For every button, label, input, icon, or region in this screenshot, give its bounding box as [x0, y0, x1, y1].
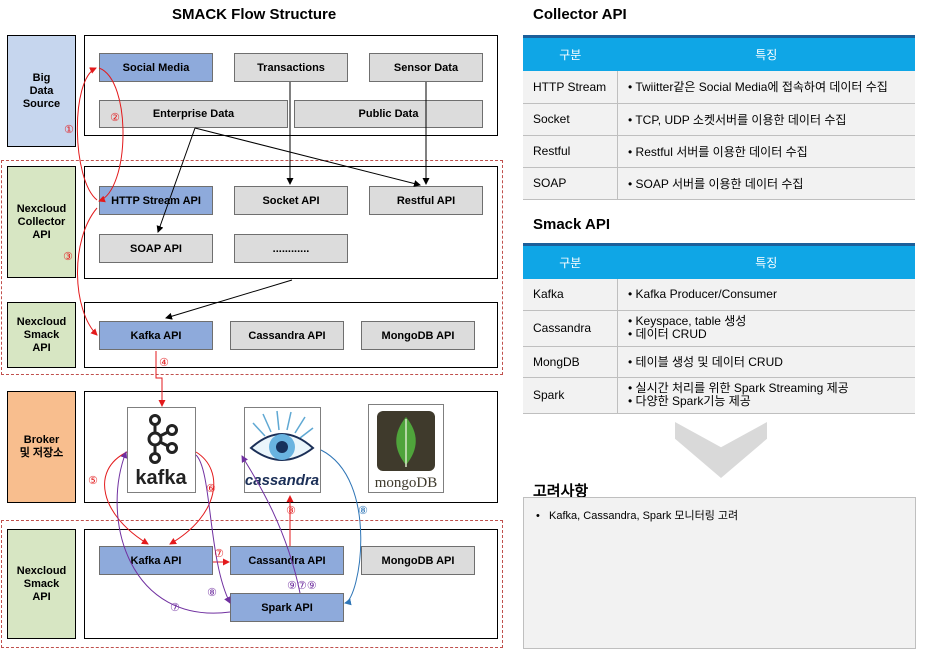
smack-row-desc: • Keyspace, table 생성• 데이터 CRUD — [617, 310, 915, 347]
marker-8-blue: ⑧ — [358, 504, 368, 517]
collector-soap-api: SOAP API — [99, 234, 213, 263]
row-label-smack-bottom: Nexcloud Smack API — [7, 529, 76, 639]
cassandra-logo-text: cassandra — [245, 472, 319, 489]
row-label-broker: Broker 및 저장소 — [7, 391, 76, 503]
arrow-red-2 — [98, 67, 124, 203]
smack-header-type: 구분 — [523, 243, 618, 279]
collector-api-title: Collector API — [533, 6, 627, 23]
marker-979: ⑨⑦⑨ — [287, 579, 317, 592]
down-chevron-icon — [675, 422, 767, 478]
diagram-title: SMACK Flow Structure — [172, 6, 337, 23]
marker-8-purple: ⑧ — [207, 586, 217, 599]
collector-socket-api: Socket API — [234, 186, 348, 215]
arrow-purple-kafka-to-spark — [195, 454, 231, 604]
arrow-blue-cassandra-to-spark — [320, 449, 362, 606]
row-label-big-data-source: Big Data Source — [7, 35, 76, 147]
arrow-red-4 — [155, 351, 166, 407]
arrow-more-to-kafka — [165, 279, 293, 320]
source-enterprise-data: Enterprise Data — [99, 100, 288, 128]
arrow-enterprise-to-soap — [156, 127, 196, 233]
collector-api-table: 구분 특징 HTTP Stream• Twiitter같은 Social Med… — [523, 35, 915, 200]
smack-row-desc: • 테이블 생성 및 데이터 CRUD — [617, 346, 915, 378]
smack-top-kafka-api: Kafka API — [99, 321, 213, 350]
marker-4: ④ — [159, 356, 169, 369]
smack-api-title: Smack API — [533, 216, 610, 233]
considerations-item: • Kafka, Cassandra, Spark 모니터링 고려 — [536, 510, 739, 522]
smack-top-cassandra-api: Cassandra API — [230, 321, 344, 350]
collector-row-desc: • TCP, UDP 소켓서버를 이용한 데이터 수집 — [617, 103, 915, 136]
marker-1: ① — [64, 123, 74, 136]
row-label-smack-top: Nexcloud Smack API — [7, 302, 76, 368]
smack-row-desc: • Kafka Producer/Consumer — [617, 279, 915, 311]
mongodb-logo: mongoDB — [368, 404, 444, 493]
arrow-red-6 — [169, 451, 215, 545]
considerations-title: 고려사항 — [533, 483, 589, 500]
collector-header-feature: 특징 — [617, 35, 915, 71]
marker-2: ② — [110, 111, 120, 124]
smack-top-mongodb-api: MongoDB API — [361, 321, 475, 350]
marker-6: ⑥ — [206, 482, 216, 495]
collector-restful-api: Restful API — [369, 186, 483, 215]
cassandra-eye-icon: cassandra — [245, 410, 319, 489]
arrow-purple-spark-to-kafka — [116, 451, 231, 614]
kafka-logo-text: kafka — [135, 467, 187, 489]
mongodb-logo-text: mongoDB — [375, 475, 438, 491]
mongodb-leaf-icon: mongoDB — [375, 411, 438, 491]
collector-row-desc: • Restful 서버를 이용한 데이터 수집 — [617, 135, 915, 168]
collector-row-name: SOAP — [523, 167, 618, 200]
collector-row-name: HTTP Stream — [523, 71, 618, 104]
collector-http-stream-api: HTTP Stream API — [99, 186, 213, 215]
collector-header-type: 구분 — [523, 35, 618, 71]
smack-api-table: 구분 특징 Kafka• Kafka Producer/Consumer Cas… — [523, 243, 915, 414]
collector-smack-group — [1, 160, 503, 375]
arrow-enterprise-to-restful — [194, 127, 421, 187]
smack-bottom-kafka-api: Kafka API — [99, 546, 213, 575]
flow-arrows: ① ② ③ ④ ⑤ ⑥ ⑦ ⑧ ⑨⑦⑨ ⑦ ⑧ ⑧ — [63, 67, 430, 614]
smack-header-feature: 특징 — [617, 243, 915, 279]
row-label-collector: Nexcloud Collector API — [7, 166, 76, 278]
marker-7: ⑦ — [214, 547, 224, 560]
collector-row-name: Restful — [523, 135, 618, 168]
arrow-red-1 — [76, 67, 98, 201]
cassandra-logo: cassandra — [244, 407, 321, 493]
smack-row-desc: • 실시간 처리를 위한 Spark Streaming 제공• 다양한 Spa… — [617, 377, 915, 414]
source-social-media: Social Media — [99, 53, 213, 82]
smack-row-name: Cassandra — [523, 310, 618, 347]
kafka-icon: kafka — [135, 414, 187, 489]
marker-3: ③ — [63, 250, 73, 263]
source-transactions: Transactions — [234, 53, 348, 82]
collector-row-desc: • Twiitter같은 Social Media에 접속하여 데이터 수집 — [617, 71, 915, 104]
source-public-data: Public Data — [294, 100, 483, 128]
smack-bottom-group — [1, 520, 503, 648]
smack-bottom-spark-api: Spark API — [230, 593, 344, 622]
arrow-red-5 — [104, 451, 149, 545]
smack-bottom-cassandra-api: Cassandra API — [230, 546, 344, 575]
smack-row-name: MongDB — [523, 346, 618, 378]
collector-more: ............ — [234, 234, 348, 263]
marker-5: ⑤ — [88, 474, 98, 487]
smack-row-name: Spark — [523, 377, 618, 414]
kafka-logo: kafka — [127, 407, 196, 493]
arrow-red-3 — [77, 207, 98, 336]
considerations-box: • Kafka, Cassandra, Spark 모니터링 고려 — [523, 497, 916, 649]
smack-row-name: Kafka — [523, 279, 618, 311]
collector-row-desc: • SOAP 서버를 이용한 데이터 수집 — [617, 167, 915, 200]
source-sensor-data: Sensor Data — [369, 53, 483, 82]
arrow-purple-spark-to-cassandra — [241, 455, 301, 594]
marker-8: ⑧ — [286, 504, 296, 517]
marker-7-purple: ⑦ — [170, 601, 180, 614]
collector-row-name: Socket — [523, 103, 618, 136]
smack-bottom-mongodb-api: MongoDB API — [361, 546, 475, 575]
